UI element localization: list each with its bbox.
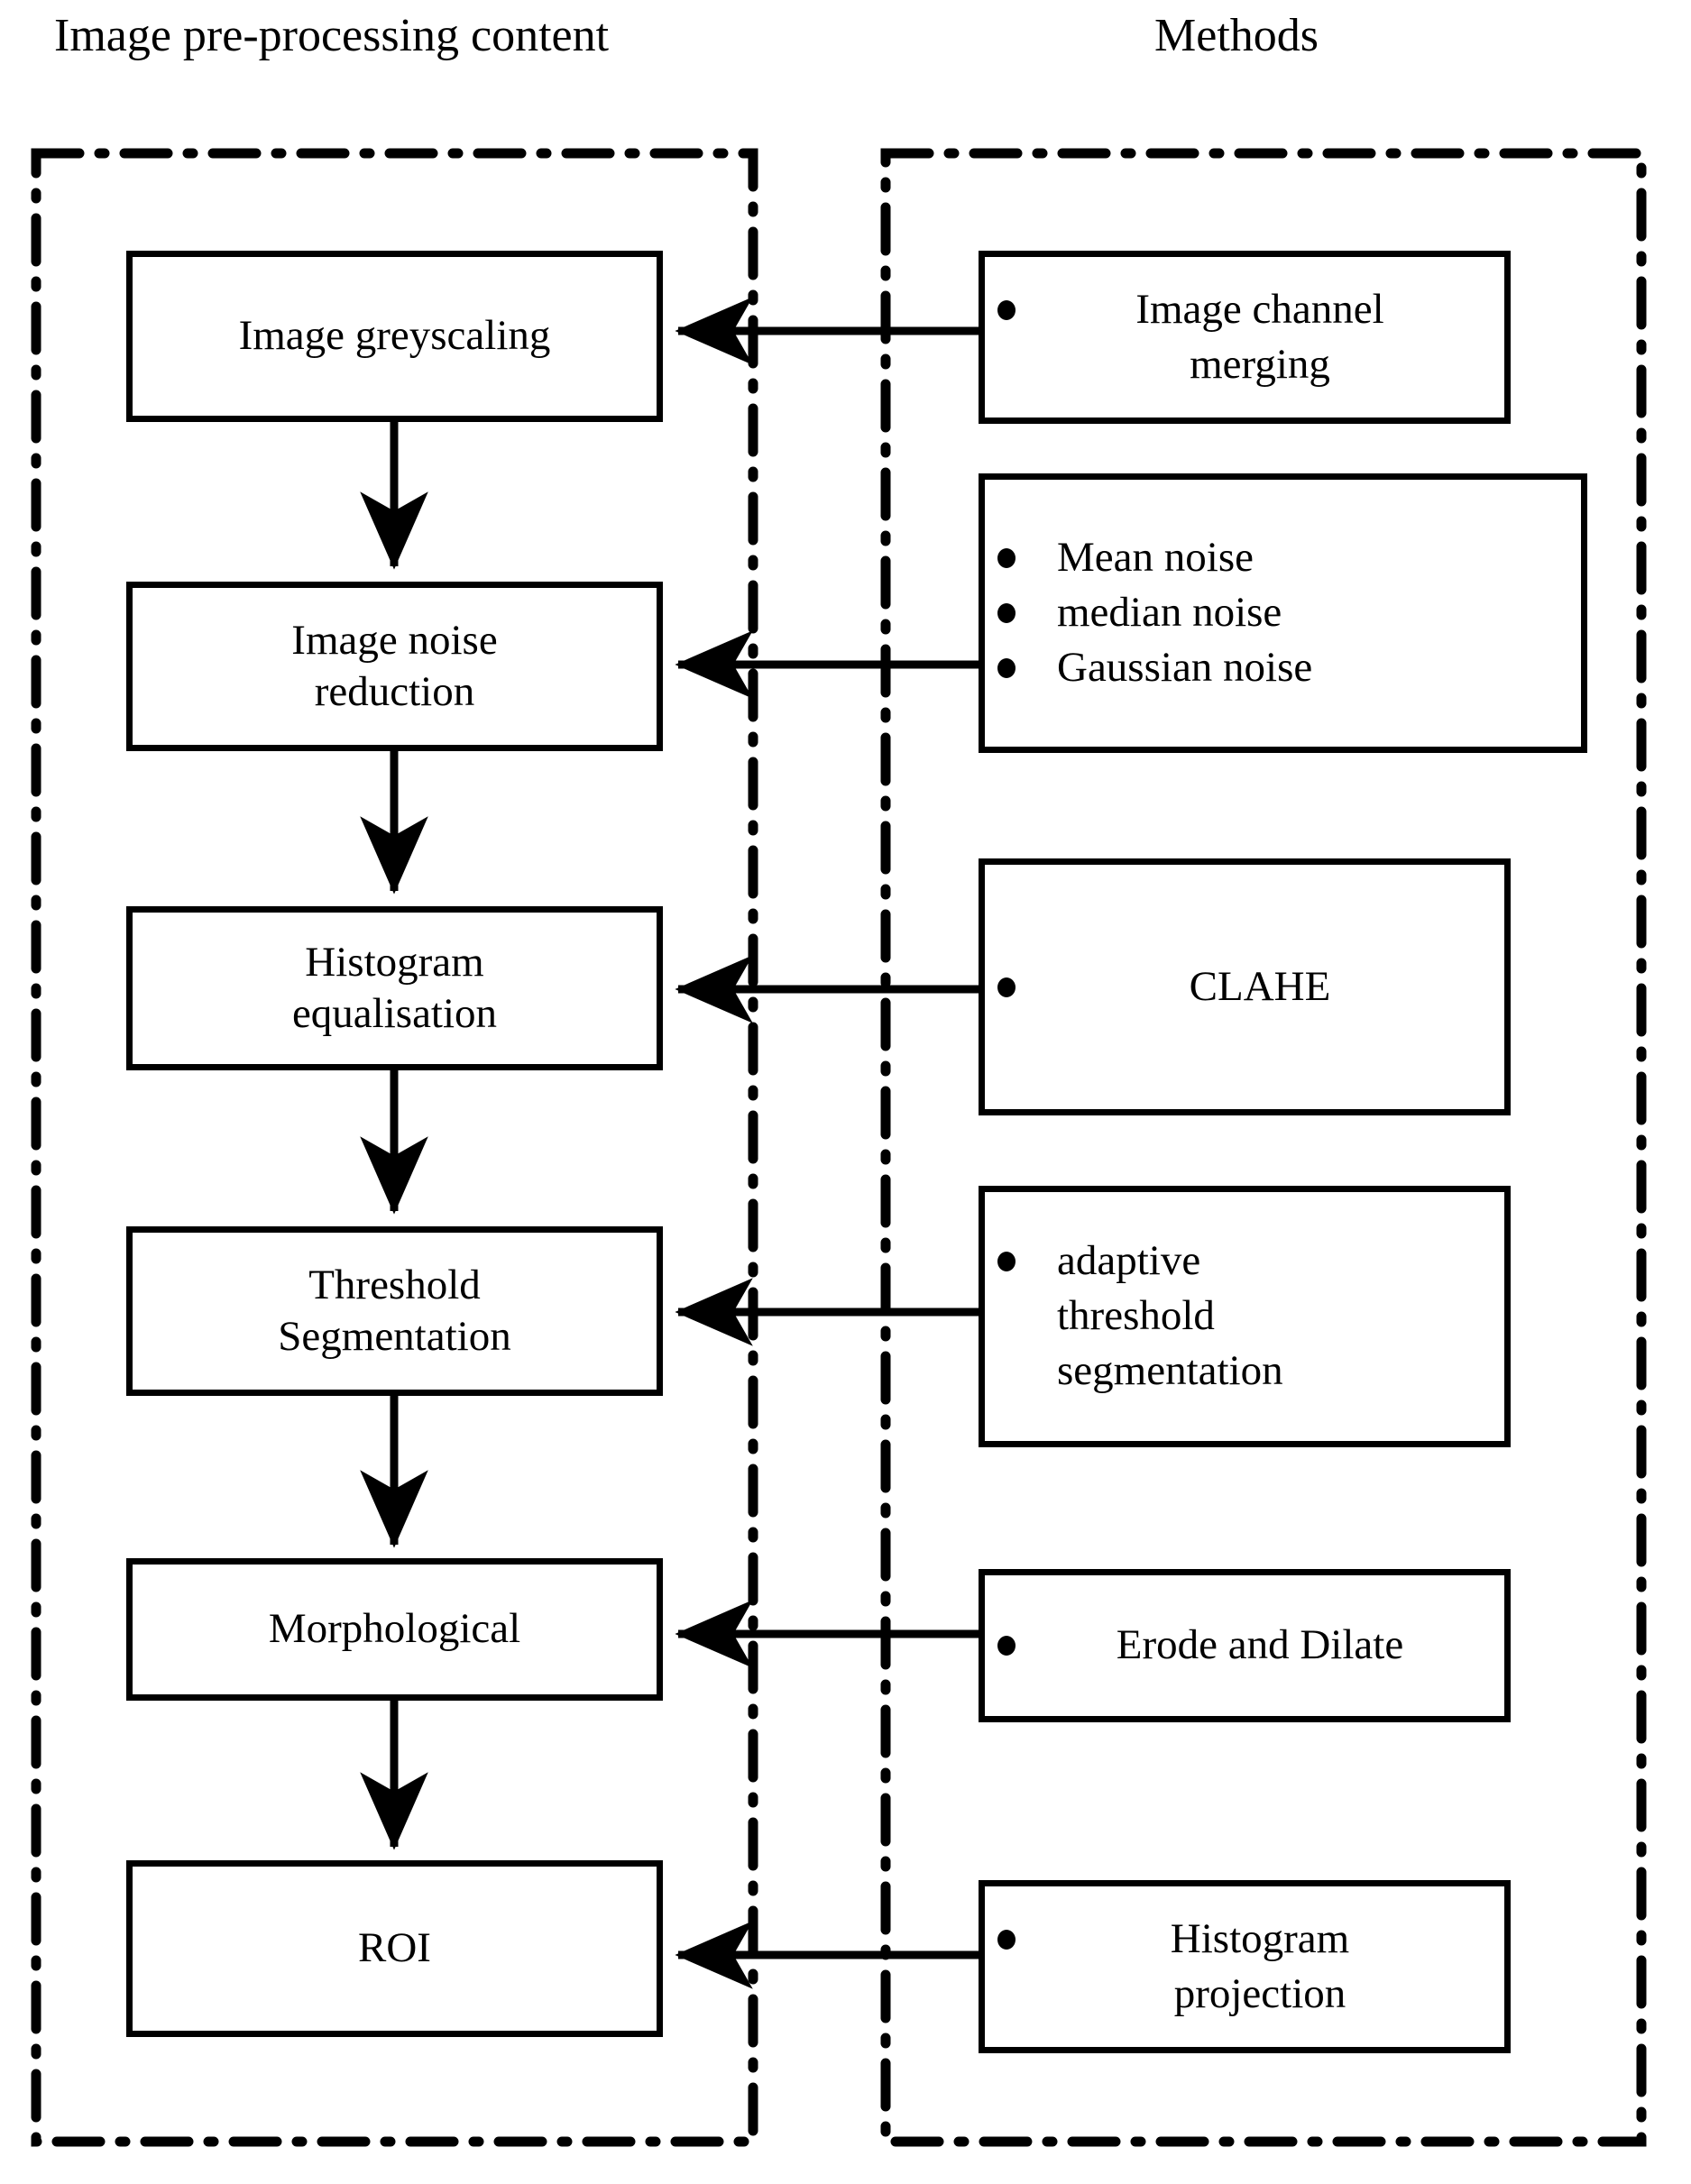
bullet-list [997,1912,1016,2022]
method-label-line: projection [1173,1969,1346,2017]
method-box-histogram-projection[interactable]: Histogram projection [979,1880,1511,2053]
bullet-list [997,282,1016,392]
method-label-line: Gaussian noise [1057,644,1313,692]
bullet-icon [997,977,1016,997]
bullet-list [997,531,1016,696]
pipeline-step-morphological[interactable]: Morphological [126,1558,663,1701]
method-label-group: Mean noise median noise Gaussian noise [1057,531,1312,696]
method-label-group: Histogram projection [1016,1912,1504,2022]
method-label-line: Image channel [1135,285,1384,333]
method-label-line: threshold [1057,1292,1215,1340]
bullet-list [997,959,1016,1014]
method-label-line: median noise [1057,589,1282,637]
bullet-icon [997,658,1016,678]
method-label-line: merging [1190,340,1330,388]
bullet-icon [997,603,1016,623]
method-label-group: CLAHE [1016,959,1504,1014]
pipeline-step-threshold-segmentation[interactable]: Threshold Segmentation [126,1226,663,1396]
pipeline-step-image-noise-reduction[interactable]: Image noise reduction [126,582,663,751]
method-label-line: Histogram [1170,1914,1350,1962]
bullet-icon [997,548,1016,568]
method-label-line: Erode and Dilate [1116,1621,1404,1669]
bullet-list [997,1619,1016,1674]
method-label-line: Mean noise [1057,534,1254,582]
method-box-erode-and-dilate[interactable]: Erode and Dilate [979,1569,1511,1722]
method-label-group: adaptive threshold segmentation [1057,1234,1283,1399]
pipeline-step-label: ROI [358,1924,431,1972]
method-label-line: adaptive [1057,1237,1201,1285]
pipeline-step-label: Morphological [268,1605,521,1653]
right-column-title: Methods [1154,10,1319,61]
bullet-list [997,1234,1016,1399]
left-column-title: Image pre-processing content [54,10,610,61]
pipeline-step-label: Image greyscaling [238,312,551,360]
method-box-noise-filters[interactable]: Mean noise median noise Gaussian noise [979,473,1587,753]
pipeline-step-label: Histogram equalisation [291,938,498,1037]
method-box-clahe[interactable]: CLAHE [979,858,1511,1115]
bullet-icon [997,1929,1016,1950]
pipeline-step-label: Image noise reduction [291,616,498,715]
method-box-adaptive-threshold-segmentation[interactable]: adaptive threshold segmentation [979,1186,1511,1447]
method-label-line: CLAHE [1189,962,1331,1010]
pipeline-step-histogram-equalisation[interactable]: Histogram equalisation [126,906,663,1070]
bullet-icon [997,299,1016,320]
pipeline-step-label: Threshold Segmentation [278,1261,511,1360]
method-label-group: Erode and Dilate [1016,1619,1504,1674]
pipeline-step-image-greyscaling[interactable]: Image greyscaling [126,251,663,422]
bullet-icon [997,1252,1016,1271]
method-label-group: Image channel merging [1016,282,1504,392]
method-label-line: segmentation [1057,1347,1283,1395]
pipeline-step-roi[interactable]: ROI [126,1860,663,2037]
bullet-icon [997,1636,1016,1656]
method-box-image-channel-merging[interactable]: Image channel merging [979,251,1511,424]
